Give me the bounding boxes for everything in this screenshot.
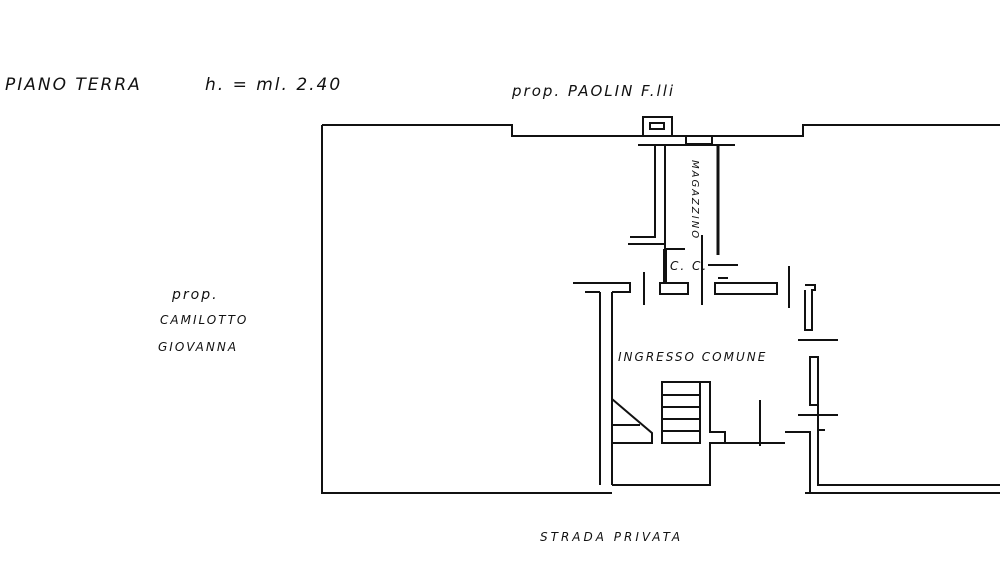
partition-walls <box>573 282 816 485</box>
neighbor-left-line-2: CAMILOTTO <box>160 313 249 327</box>
plan-title: PIANO TERRA <box>5 75 142 95</box>
room-label-magazzino: MAGAZZINO <box>689 160 700 241</box>
neighbor-left-line-3: GIOVANNA <box>158 340 239 354</box>
neighbor-top-label: prop. PAOLIN F.lli <box>512 82 676 100</box>
right-windows <box>798 339 838 416</box>
stair-walls <box>612 381 811 493</box>
room-label-ingresso: INGRESSO COMUNE <box>618 350 768 364</box>
height-label: h. = ml. 2.40 <box>205 75 343 95</box>
street-label: STRADA PRIVATA <box>540 530 684 544</box>
room-label-cc: C. C. <box>670 259 709 273</box>
outer-boundary <box>321 124 1000 494</box>
neighbor-left-line-1: prop. <box>172 287 219 303</box>
stairs <box>611 381 701 444</box>
chimney <box>642 116 673 137</box>
